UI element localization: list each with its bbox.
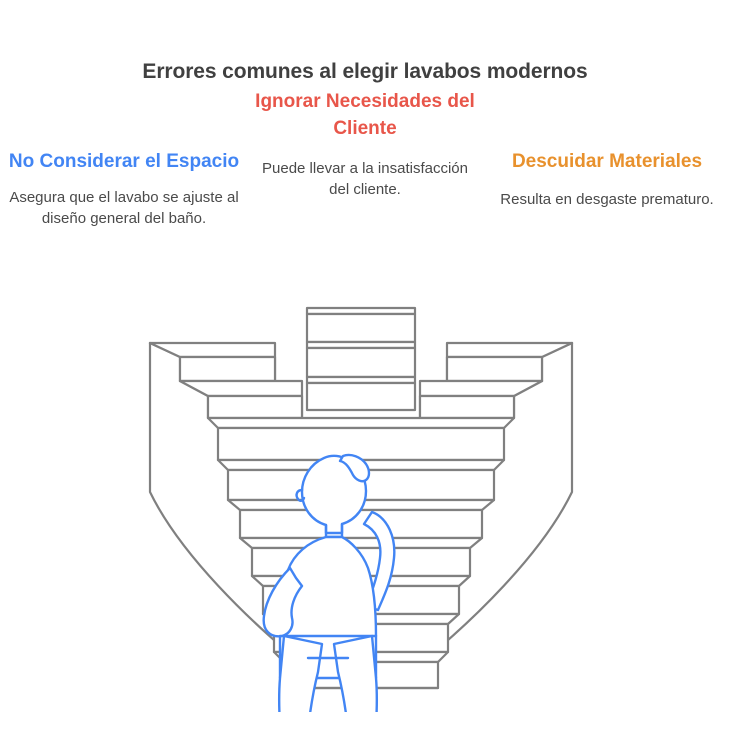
column-body-center: Puede llevar a la insatisfacción del cli… [262,160,468,198]
illustration-svg [148,306,574,712]
tier-a-face [216,426,506,462]
step-left-2-face [206,394,304,420]
tier-a-bevel [206,416,516,430]
illustration-inverted-staircase [120,292,602,712]
staircase-structure [148,306,574,690]
column-heading-right: Descuidar Materiales [511,151,703,172]
tower-slab-4 [305,346,417,379]
step-right-2-face [418,394,516,420]
step-left-1-top [148,341,277,359]
page-title: Errores comunes al elegir lavabos modern… [142,60,588,83]
person-hand-on-head [338,453,371,483]
column-body-left: Asegura que el lavabo se ajuste al diseñ… [9,189,239,227]
step-right-2-top [418,379,544,398]
tier-c-face [238,508,484,540]
step-left-2-top [178,379,304,398]
step-right-1-face [445,355,544,383]
column-descuidar-materiales: Descuidar Materiales Resulta en desgaste… [492,148,722,210]
tower-slab-2 [305,312,417,344]
tier-d-bevel [238,536,484,550]
person-leg-left [277,634,324,712]
step-left-1-face [178,355,277,383]
column-ignorar-necesidades-del-cliente: Ignorar Necesidades del Cliente Puede ll… [251,88,479,200]
person-ear [295,488,306,502]
column-no-considerar-el-espacio: No Considerar el Espacio Asegura que el … [8,148,240,229]
column-heading-left: No Considerar el Espacio [8,151,240,172]
tower-slab-6 [305,381,417,412]
column-body-right: Resulta en desgaste prematuro. [500,191,714,208]
step-right-1-top [445,341,574,359]
person-leg-right [332,634,379,712]
column-heading-center: Ignorar Necesidades del Cliente [255,91,475,139]
person-figure [262,453,396,712]
